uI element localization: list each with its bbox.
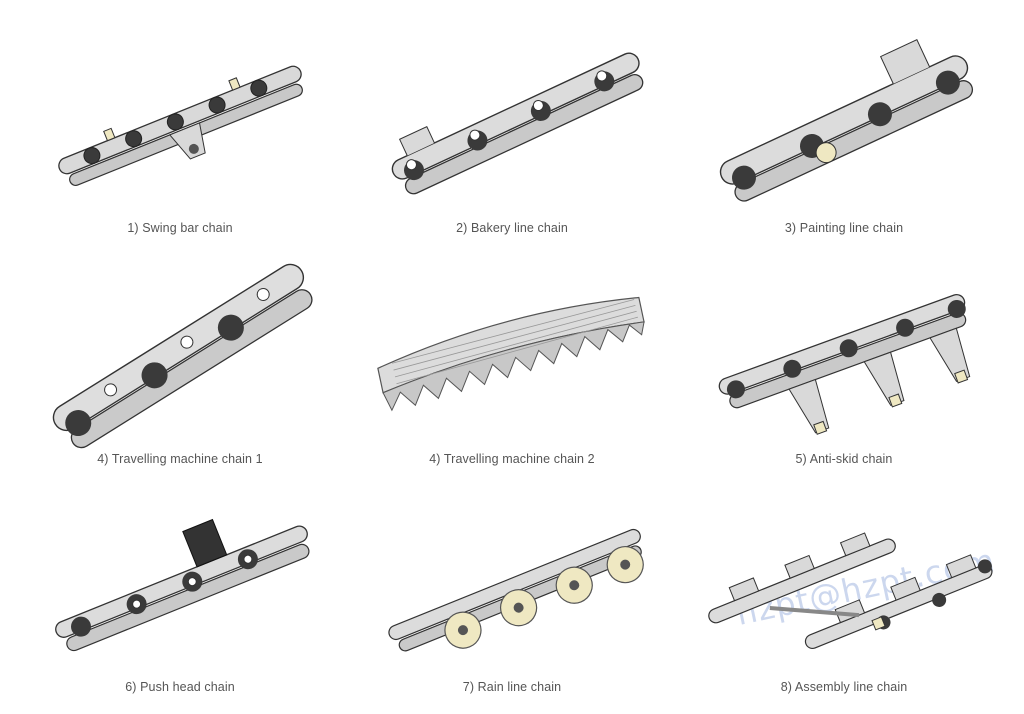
painting-line-chain-image: [719, 39, 974, 202]
bakery-line-chain-image: [391, 52, 644, 195]
product-card-bakery-line-chain: 2) Bakery line chain: [362, 20, 662, 250]
product-card-swing-bar-chain: 1) Swing bar chain: [30, 20, 330, 250]
product-caption: 8) Assembly line chain: [780, 680, 908, 694]
product-card-painting-line-chain: 3) Painting line chain: [694, 20, 994, 250]
product-caption: 3) Painting line chain: [784, 221, 904, 235]
product-card-travelling-machine-chain-2: hzpt@hzpt.com 4) Travelling machine chai…: [362, 250, 998, 633]
product-card-push-head-chain: 6) Push head chain: [30, 478, 330, 708]
travelling-machine-chain-1-image: [52, 263, 313, 449]
product-card-assembly-line-chain: 8) Assembly line chain: [694, 478, 994, 708]
product-caption: 6) Push head chain: [125, 680, 235, 694]
travelling-machine-chain-2-image: [377, 296, 645, 412]
product-caption: 4) Travelling machine chain 1: [97, 452, 263, 466]
product-card-anti-skid-chain: 5) Anti-skid chain: [694, 250, 994, 480]
product-caption: 1) Swing bar chain: [127, 221, 233, 235]
product-card-travelling-machine-chain-1: 4) Travelling machine chain 1: [30, 250, 330, 480]
rain-line-chain-image: [388, 528, 644, 652]
assembly-line-chain-image: [708, 532, 993, 650]
product-caption: 7) Rain line chain: [462, 680, 562, 694]
product-caption: 4) Travelling machine chain 2: [429, 452, 595, 466]
push-head-chain-image: [55, 518, 310, 652]
anti-skid-chain-image: [718, 293, 971, 435]
product-caption: 2) Bakery line chain: [456, 221, 568, 235]
swing-bar-chain-image: [58, 65, 303, 187]
product-card-rain-line-chain: 7) Rain line chain: [362, 478, 662, 708]
product-caption: 5) Anti-skid chain: [795, 452, 893, 466]
